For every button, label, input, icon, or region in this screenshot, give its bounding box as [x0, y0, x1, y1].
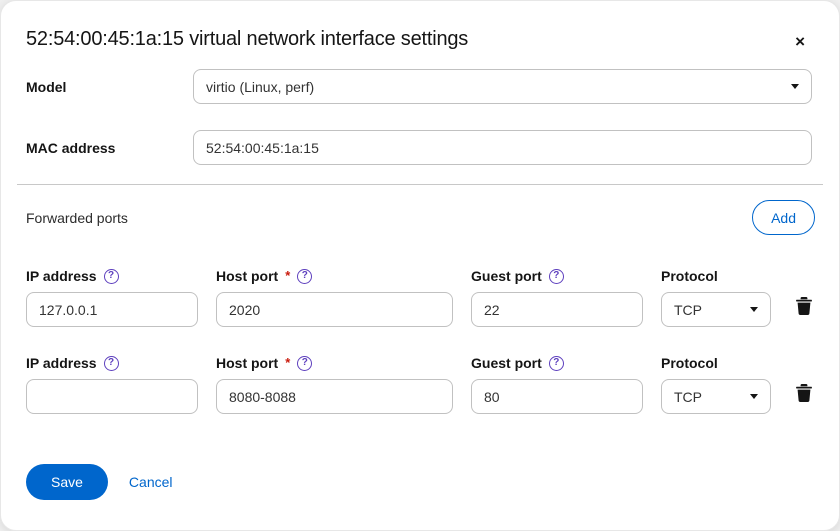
required-indicator: * — [285, 355, 291, 370]
protocol-label: Protocol — [661, 268, 718, 284]
dialog-title: 52:54:00:45:1a:15 virtual network interf… — [26, 28, 469, 50]
protocol-field-group: Protocol TCP — [661, 268, 771, 327]
model-row: Model virtio (Linux, perf) — [26, 69, 812, 104]
forwarded-ports-header: Forwarded ports Add — [26, 200, 815, 235]
delete-row-cell — [789, 384, 815, 414]
host-port-field-group: Host port * ? — [216, 268, 453, 327]
section-divider — [17, 184, 823, 185]
host-port-field-group: Host port * ? — [216, 355, 453, 414]
protocol-field-group: Protocol TCP — [661, 355, 771, 414]
caret-down-icon — [750, 307, 758, 312]
mac-address-label: MAC address — [26, 139, 116, 156]
delete-row-cell — [789, 297, 815, 327]
required-indicator: * — [285, 268, 291, 283]
add-port-button[interactable]: Add — [752, 200, 815, 235]
ip-address-input[interactable] — [26, 379, 198, 414]
trash-icon[interactable] — [796, 297, 812, 315]
ip-address-label: IP address ? — [26, 355, 198, 371]
mac-address-row: MAC address — [26, 130, 812, 165]
protocol-label: Protocol — [661, 355, 718, 371]
guest-port-field-group: Guest port ? — [471, 355, 643, 414]
close-icon[interactable]: × — [795, 32, 805, 51]
port-forward-row: IP address ? Host port * ? Guest port ? … — [26, 355, 815, 414]
help-icon[interactable]: ? — [548, 355, 564, 371]
trash-icon[interactable] — [796, 384, 812, 402]
model-label: Model — [26, 78, 67, 95]
caret-down-icon — [791, 84, 799, 89]
dialog-header: 52:54:00:45:1a:15 virtual network interf… — [1, 1, 839, 51]
help-icon[interactable]: ? — [103, 355, 119, 371]
host-port-input[interactable] — [216, 379, 453, 414]
protocol-select[interactable]: TCP — [661, 292, 771, 327]
guest-port-input[interactable] — [471, 379, 643, 414]
guest-port-label: Guest port ? — [471, 268, 643, 284]
protocol-selected-value: TCP — [674, 301, 702, 318]
forwarded-ports-label: Forwarded ports — [26, 209, 128, 226]
dialog-footer: Save Cancel — [26, 464, 839, 500]
save-button[interactable]: Save — [26, 464, 108, 500]
host-port-label: Host port * ? — [216, 268, 453, 284]
model-selected-value: virtio (Linux, perf) — [206, 78, 315, 95]
cancel-button[interactable]: Cancel — [128, 474, 173, 490]
ip-address-field-group: IP address ? — [26, 355, 198, 414]
help-icon[interactable]: ? — [297, 268, 313, 284]
host-port-input[interactable] — [216, 292, 453, 327]
help-icon[interactable]: ? — [548, 268, 564, 284]
ip-address-field-group: IP address ? — [26, 268, 198, 327]
model-select[interactable]: virtio (Linux, perf) — [193, 69, 812, 104]
guest-port-input[interactable] — [471, 292, 643, 327]
mac-address-input[interactable] — [193, 130, 812, 165]
host-port-label: Host port * ? — [216, 355, 453, 371]
guest-port-label: Guest port ? — [471, 355, 643, 371]
guest-port-field-group: Guest port ? — [471, 268, 643, 327]
help-icon[interactable]: ? — [103, 268, 119, 284]
help-icon[interactable]: ? — [297, 355, 313, 371]
protocol-select[interactable]: TCP — [661, 379, 771, 414]
ip-address-label: IP address ? — [26, 268, 198, 284]
ip-address-input[interactable] — [26, 292, 198, 327]
protocol-selected-value: TCP — [674, 388, 702, 405]
caret-down-icon — [750, 394, 758, 399]
port-forward-row: IP address ? Host port * ? Guest port ? … — [26, 268, 815, 327]
